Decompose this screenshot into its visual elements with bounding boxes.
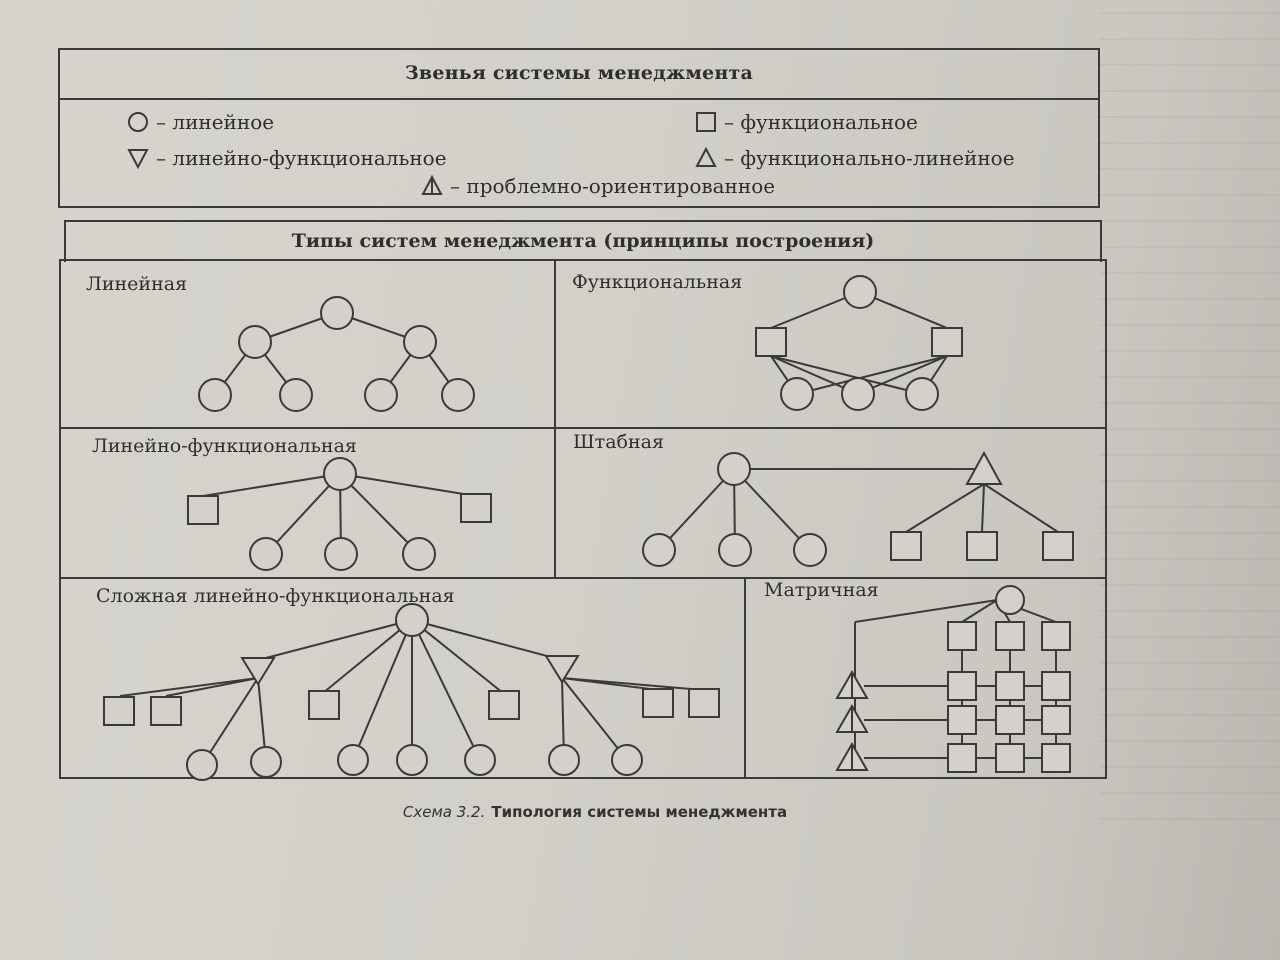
- caption-text: Типология системы менеджмента: [491, 803, 788, 821]
- triangle-up-icon: [695, 146, 717, 167]
- functional-org-chart: [755, 275, 963, 411]
- units-legend-title: Звенья системы менеджмента: [405, 62, 753, 84]
- linear-functional-org-chart: [187, 457, 492, 571]
- units-legend-title-row: Звенья системы менеджмента: [60, 50, 1098, 100]
- panel-label-linear-functional: Линейно-функциональная: [92, 435, 357, 457]
- panels-frame: [59, 259, 1107, 779]
- matrix-org-chart: [835, 585, 1071, 773]
- legend-linear-functional-label: – линейно-функциональное: [156, 146, 447, 170]
- panel-label-matrix: Матричная: [764, 579, 879, 601]
- bleed-through-text: [1100, 0, 1280, 820]
- staff-org-chart: [642, 450, 1074, 567]
- triangle-down-icon: [127, 149, 149, 170]
- split-triangle-icon: [421, 174, 443, 195]
- panel-label-complex-linear-functional: Сложная линейно-функциональная: [96, 585, 455, 607]
- complex-linear-functional-org-chart: [103, 603, 720, 781]
- legend-functional-label: – функциональное: [724, 110, 918, 134]
- legend-linear-functional: – линейно-функциональное: [126, 146, 447, 170]
- panel-label-staff: Штабная: [573, 431, 664, 453]
- linear-org-chart: [198, 296, 475, 412]
- legend-linear: – линейное: [126, 110, 274, 134]
- panel-label-linear: Линейная: [86, 273, 187, 295]
- square-icon: [696, 112, 716, 132]
- types-title-box: Типы систем менеджмента (принципы постро…: [64, 220, 1102, 262]
- figure-caption: Схема 3.2. Типология системы менеджмента: [0, 803, 1190, 821]
- panel-label-functional: Функциональная: [572, 271, 742, 293]
- circle-icon: [128, 112, 148, 132]
- legend-functional: – функциональное: [694, 110, 918, 134]
- legend-linear-label: – линейное: [156, 110, 275, 134]
- legend-functional-linear: – функционально-линейное: [694, 146, 1015, 170]
- legend-problem-oriented-label: – проблемно-ориентированное: [450, 174, 776, 198]
- caption-prefix: Схема 3.2.: [402, 803, 486, 821]
- types-title: Типы систем менеджмента (принципы постро…: [291, 230, 875, 252]
- legend-problem-oriented: – проблемно-ориентированное: [420, 174, 775, 198]
- units-legend-box: Звенья системы менеджмента – линейное – …: [58, 48, 1100, 208]
- legend-functional-linear-label: – функционально-линейное: [724, 146, 1015, 170]
